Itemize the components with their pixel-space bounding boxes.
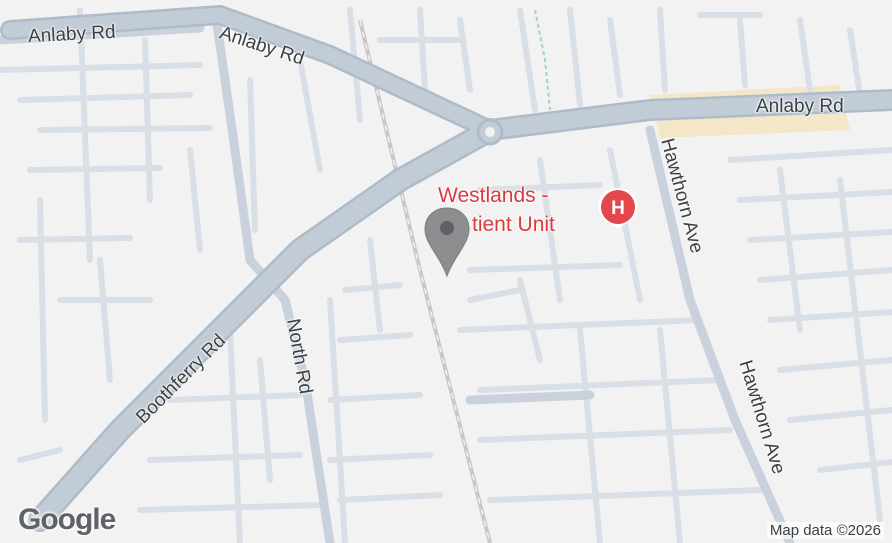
poi-name-line2[interactable]: tient Unit xyxy=(472,213,555,236)
hospital-pin-letter: H xyxy=(611,198,625,219)
location-marker-icon[interactable] xyxy=(421,206,473,278)
road-label-anlaby-right: Anlaby Rd xyxy=(756,96,844,117)
minor-streets xyxy=(0,7,892,543)
poi-name-line1[interactable]: Westlands - xyxy=(438,184,549,207)
railway xyxy=(358,19,492,543)
hospital-pin-icon[interactable]: H xyxy=(596,186,640,230)
hospital-pin-shape: H xyxy=(598,188,638,229)
map-attribution[interactable]: Map data ©2026 xyxy=(766,522,884,539)
road-label-anlaby-left: Anlaby Rd xyxy=(27,21,117,48)
roundabout-center xyxy=(485,127,495,137)
google-logo[interactable]: Google xyxy=(18,503,116,536)
major-roads xyxy=(0,5,892,532)
stream xyxy=(534,9,551,111)
location-marker-shape xyxy=(424,207,470,278)
